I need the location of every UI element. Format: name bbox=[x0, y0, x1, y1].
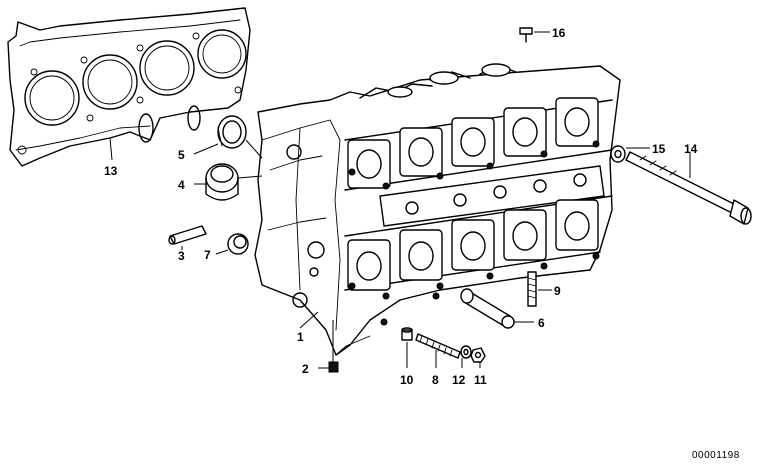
valve-guide[interactable] bbox=[460, 288, 515, 329]
callout-11: 11 bbox=[474, 373, 487, 387]
leader-5 bbox=[193, 143, 219, 155]
callout-3: 3 bbox=[178, 249, 185, 263]
long-bolt[interactable] bbox=[625, 151, 752, 225]
document-number: 00001198 bbox=[692, 450, 740, 461]
leader-7 bbox=[215, 249, 229, 255]
cam-bearings-lower bbox=[344, 195, 613, 291]
sleeve[interactable] bbox=[205, 163, 239, 201]
cylinder-head[interactable] bbox=[254, 63, 621, 356]
callout-8: 8 bbox=[432, 373, 439, 387]
callout-6: 6 bbox=[538, 316, 545, 330]
leader-5b bbox=[245, 139, 263, 159]
callout-12: 12 bbox=[452, 373, 466, 387]
callout-4: 4 bbox=[178, 178, 185, 192]
callout-9: 9 bbox=[554, 284, 561, 298]
nut-11[interactable] bbox=[470, 347, 486, 363]
dowel-pin[interactable] bbox=[168, 225, 207, 245]
stud-9[interactable] bbox=[527, 271, 537, 307]
spark-plug-wells bbox=[379, 165, 605, 227]
callout-15: 15 bbox=[652, 142, 666, 156]
stud-8[interactable] bbox=[415, 333, 461, 359]
callout-13: 13 bbox=[104, 164, 118, 178]
callout-2: 2 bbox=[302, 362, 309, 376]
plug[interactable] bbox=[227, 233, 249, 255]
seal-ring[interactable] bbox=[217, 115, 247, 149]
callout-16: 16 bbox=[552, 26, 566, 40]
callout-5: 5 bbox=[178, 148, 185, 162]
leader-13 bbox=[109, 137, 113, 161]
washer-12[interactable] bbox=[460, 345, 472, 359]
bushing-10[interactable] bbox=[401, 327, 413, 341]
head-bolts bbox=[348, 140, 600, 326]
leader-1 bbox=[299, 311, 319, 329]
plug-screw[interactable] bbox=[519, 27, 533, 43]
callout-7: 7 bbox=[204, 248, 211, 262]
cam-bearings-upper bbox=[344, 97, 613, 191]
nut-2[interactable] bbox=[328, 361, 339, 373]
leader-4b bbox=[237, 175, 263, 179]
callout-14: 14 bbox=[684, 142, 698, 156]
callout-1: 1 bbox=[297, 330, 304, 344]
washer-15[interactable] bbox=[610, 145, 626, 163]
head-gasket[interactable] bbox=[7, 7, 251, 167]
callout-10: 10 bbox=[400, 373, 414, 387]
